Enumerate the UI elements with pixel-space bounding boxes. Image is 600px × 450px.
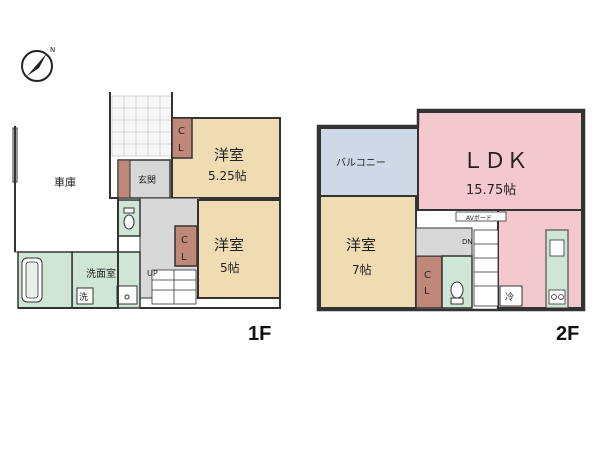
room-2f-name: 洋室 <box>346 236 376 254</box>
kitchen-stove-icon <box>548 289 566 305</box>
stairs-icon <box>473 229 499 307</box>
room-2f-size: 7帖 <box>352 262 372 277</box>
toilet-icon <box>123 207 135 230</box>
balcony <box>319 127 419 197</box>
sink-icon <box>549 239 565 257</box>
porch-grid <box>111 95 173 157</box>
washroom-label: 洗面室 <box>86 267 116 280</box>
stairs-dn-label: DN <box>462 238 473 246</box>
room-b-size: 5帖 <box>220 260 240 275</box>
closet-b-c: C <box>181 235 188 246</box>
ldk-name: ＬＤＫ <box>462 149 528 174</box>
av-board <box>455 211 507 222</box>
fridge <box>499 285 523 307</box>
svg-text:N: N <box>50 46 55 54</box>
closet-a-c: C <box>178 126 185 137</box>
ldk-size: 15.75帖 <box>466 183 516 198</box>
room-a-size: 5.25帖 <box>208 168 247 183</box>
room-a-name: 洋室 <box>214 146 244 164</box>
garage-label: 車庫 <box>54 175 76 189</box>
fridge-label: 冷 <box>505 291 514 303</box>
closet-a <box>171 117 193 159</box>
compass-north-icon: N <box>21 46 55 82</box>
closet-2f-l: L <box>424 286 430 297</box>
av-board-label: AVボード <box>466 214 492 222</box>
floor-label-1f: 1F <box>248 323 271 345</box>
closet-b-l: L <box>181 252 187 263</box>
garage-area <box>12 126 100 253</box>
bathtub-icon <box>21 257 43 303</box>
washer-spot <box>76 287 94 305</box>
balcony-label: バルコニー <box>336 157 386 169</box>
stairs-up-label: UP <box>147 269 158 278</box>
stairs-icon <box>151 269 197 305</box>
closet-b <box>174 225 198 267</box>
washer-label: 洗 <box>79 291 88 303</box>
floor-label-2f: 2F <box>556 323 579 345</box>
entrance-label: 玄関 <box>138 174 156 186</box>
room-b-name: 洋室 <box>214 236 244 254</box>
toilet-icon <box>450 281 464 305</box>
shoe-cabinet <box>117 159 131 199</box>
ldk <box>417 111 583 211</box>
closet-a-l: L <box>178 143 184 154</box>
first-floor-plan: 車庫 C L 洋室 5.25帖 玄関 C L 洋室 5帖 <box>12 92 281 345</box>
sink-icon <box>116 285 138 305</box>
closet-2f-c: C <box>424 270 431 281</box>
second-floor-plan: バルコニー ＬＤＫ 15.75帖 AVボード 冷 洋室 7帖 C L DN <box>316 108 586 345</box>
closet-2f <box>415 255 443 309</box>
